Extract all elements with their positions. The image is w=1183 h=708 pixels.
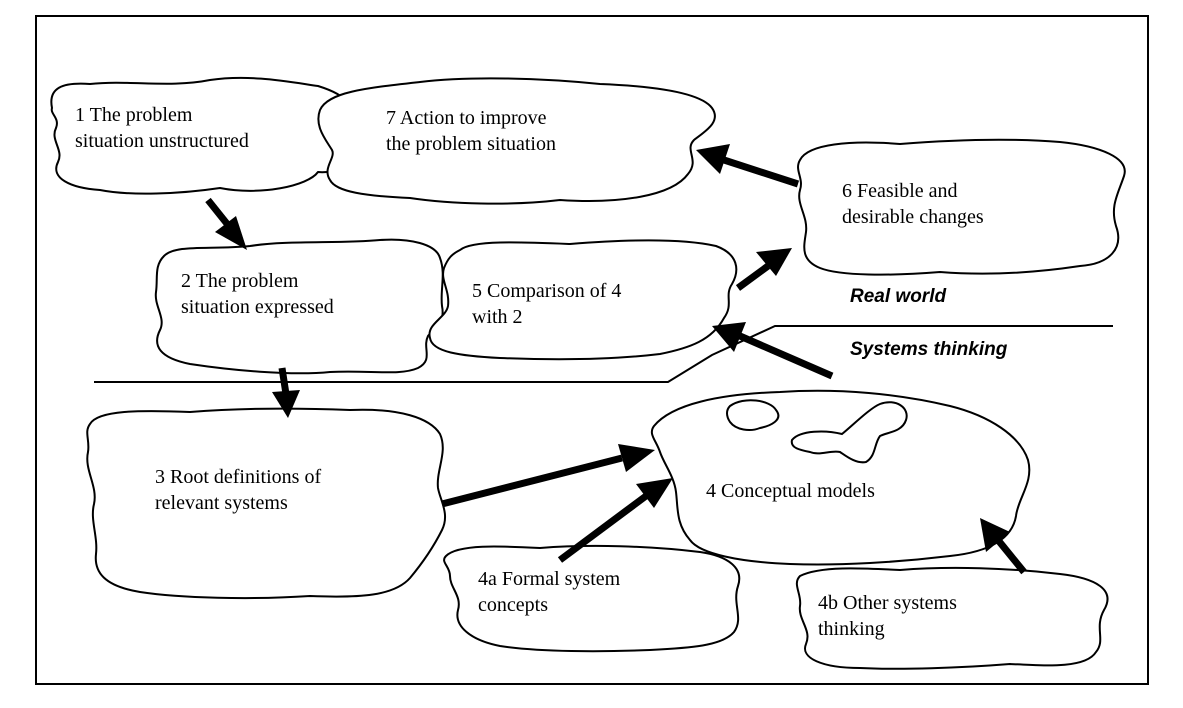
arrow-4-to-5 bbox=[712, 322, 834, 380]
node-4b-line-1: 4b Other systems bbox=[818, 592, 957, 614]
node-4a-line-1: 4a Formal system bbox=[478, 568, 621, 590]
node-5-label: 5 Comparison of 4 with 2 bbox=[472, 278, 621, 330]
node-7-label: 7 Action to improve the problem situatio… bbox=[386, 105, 556, 157]
node-7-line-2: the problem situation bbox=[386, 133, 556, 155]
node-2-line-2: situation expressed bbox=[181, 296, 334, 318]
node-6-line-2: desirable changes bbox=[842, 206, 984, 228]
node-4a-label: 4a Formal system concepts bbox=[478, 566, 620, 618]
node-4-line-1: 4 Conceptual models bbox=[706, 480, 875, 502]
node-4a-line-2: concepts bbox=[478, 594, 548, 616]
node-2-label: 2 The problem situation expressed bbox=[181, 268, 334, 320]
region-label-systems-thinking: Systems thinking bbox=[850, 339, 1008, 360]
node-3-label: 3 Root definitions of relevant systems bbox=[155, 464, 321, 516]
region-label-real-world: Real world bbox=[850, 286, 947, 307]
node-1-label: 1 The problem situation unstructured bbox=[75, 102, 249, 154]
cloud-7-shape bbox=[317, 77, 716, 205]
divider-line bbox=[94, 325, 1113, 383]
node-5-line-2: with 2 bbox=[472, 306, 523, 328]
cloud-2-shape bbox=[154, 238, 444, 375]
node-7-line-1: 7 Action to improve bbox=[386, 107, 547, 129]
node-6-label: 6 Feasible and desirable changes bbox=[842, 178, 984, 230]
arrow-4a-to-4 bbox=[557, 478, 673, 563]
arrow-3-to-4 bbox=[441, 444, 655, 508]
arrow-1-to-2 bbox=[205, 197, 247, 250]
arrow-2-to-3 bbox=[272, 367, 300, 418]
arrow-4b-to-4 bbox=[980, 518, 1027, 575]
cloud-6-shape bbox=[797, 138, 1126, 276]
node-6-line-1: 6 Feasible and bbox=[842, 180, 958, 202]
cloud-3-shape bbox=[86, 407, 447, 600]
arrow-6-to-7 bbox=[696, 144, 800, 188]
arrow-5-to-6 bbox=[735, 248, 792, 291]
node-3-line-1: 3 Root definitions of bbox=[155, 466, 322, 488]
node-4b-label: 4b Other systems thinking bbox=[818, 590, 957, 642]
diagram-frame bbox=[35, 15, 1149, 685]
node-4-label: 4 Conceptual models bbox=[706, 478, 875, 504]
cloud-4-shape bbox=[650, 389, 1031, 566]
node-5-line-1: 5 Comparison of 4 bbox=[472, 280, 622, 302]
cloud-5-shape bbox=[428, 239, 738, 361]
cloud-4a-shape bbox=[443, 544, 741, 653]
node-1-line-2: situation unstructured bbox=[75, 130, 249, 152]
node-4b-line-2: thinking bbox=[818, 618, 885, 640]
concept-blob-b bbox=[790, 401, 908, 464]
node-1-line-1: 1 The problem bbox=[75, 104, 193, 126]
node-2-line-1: 2 The problem bbox=[181, 270, 299, 292]
concept-blob-a bbox=[726, 399, 780, 431]
node-3-line-2: relevant systems bbox=[155, 492, 288, 514]
cloud-4b-shape bbox=[795, 566, 1109, 670]
